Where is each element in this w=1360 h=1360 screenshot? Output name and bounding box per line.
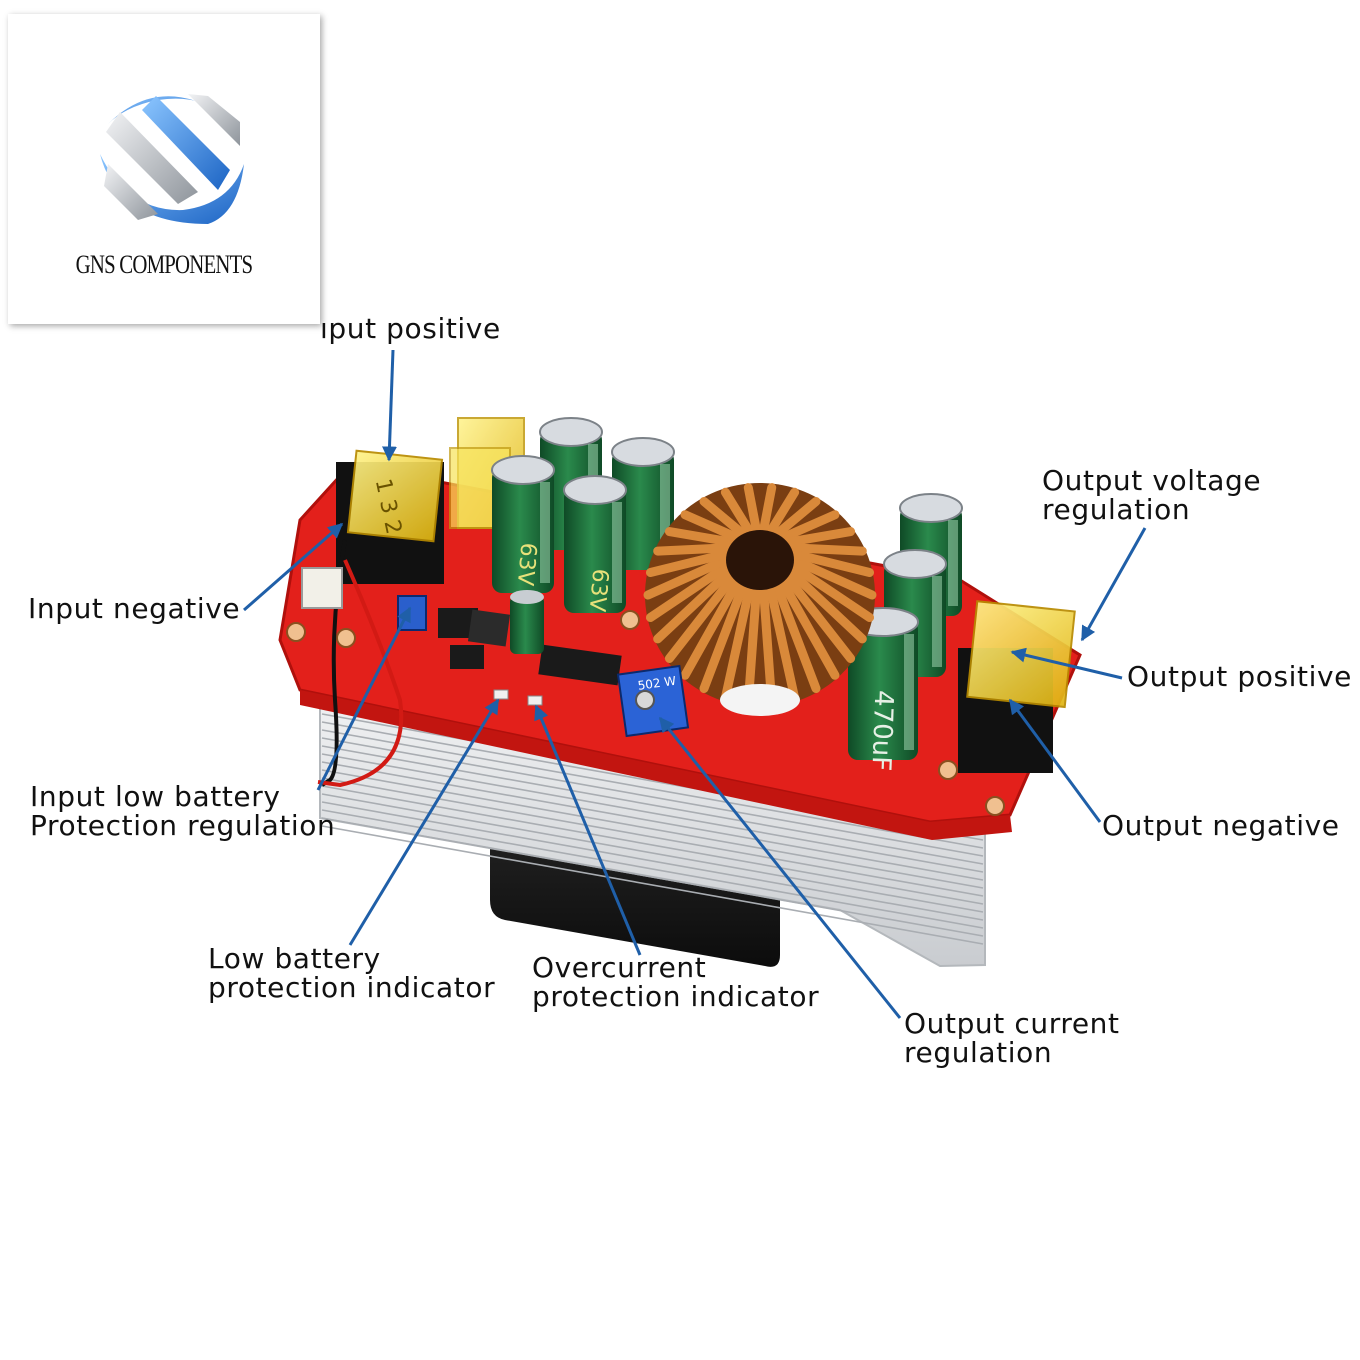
coil-winding [772,496,821,539]
label-overcurrent-indicator: Overcurrent protection indicator [532,953,819,1011]
label-low-battery-indicator: Low battery protection indicator [208,944,495,1002]
label-low-battery-indicator-line1: Low battery [208,942,381,975]
arrow-output-voltage [1080,527,1147,642]
coil-winding [699,581,748,694]
label-input-negative: Input negative [28,592,241,625]
coil-winding [743,585,761,707]
label-output-positive: Output positive [1127,660,1352,693]
coil-winding [759,483,777,535]
coil-winding [664,527,737,547]
brand-text: GNS COMPONENTS [75,250,253,279]
input-wires [301,539,404,788]
coil-winding [653,567,734,644]
coil-winding [766,487,800,536]
coil-winding [743,483,761,535]
toroid-inductor [643,483,877,716]
coil-winding [766,584,800,703]
coil-winding [783,527,856,547]
arrow-low-battery-indicator [348,698,500,946]
coil-winding [786,543,867,556]
capacitor-marking: 63V [584,568,613,613]
arrow-output-positive [1010,647,1123,680]
capacitor [491,455,555,593]
label-overcurrent-indicator-line1: Overcurrent [532,951,707,984]
coil-winding [680,577,742,680]
coil-winding [643,555,731,600]
coil-winding [720,487,754,536]
label-input-low-battery-line1: Input low battery [30,780,281,813]
label-output-voltage: Output voltage regulation [1042,466,1261,524]
arrow-input-positive [381,349,397,462]
callout-arrows [243,349,1147,1019]
label-output-current-line2: regulation [904,1036,1053,1069]
coil-winding [778,577,840,680]
coil-winding [783,573,856,663]
capacitor-marking: 63V [512,542,541,587]
input-terminal: 1 3 2 [336,449,444,584]
arrow-overcurrent-indicator [534,704,642,956]
trimmer-marking: 502 W [637,674,677,693]
coil-winding [653,543,734,556]
capacitor [611,437,675,570]
label-input-positive: ıput positive [320,312,501,345]
coil-winding [788,549,875,578]
coil-winding [772,581,821,694]
coil-winding [664,573,737,663]
label-low-battery-indicator-line2: protection indicator [208,971,496,1004]
coil-winding [788,561,875,622]
label-output-voltage-line1: Output voltage [1042,464,1262,497]
coil-winding [645,561,732,622]
arrow-input-negative [243,522,344,612]
capacitor [563,475,627,613]
coil-winding [645,549,732,578]
output-current-trimmer: 502 W [616,664,690,738]
label-overcurrent-indicator-line2: protection indicator [532,980,820,1013]
ic-chips [438,608,622,686]
output-terminal [958,600,1076,773]
arrow-output-current [658,716,902,1019]
brand-logo: GNS COMPONENTS [8,14,320,324]
overcurrent-led [527,695,543,706]
coil-winding [789,555,877,600]
label-output-current: Output current regulation [904,1009,1120,1067]
coil-winding [778,510,840,543]
coil-winding [759,585,777,707]
coil-winding [680,510,742,543]
low-battery-led [493,689,509,700]
coil-winding [720,584,754,703]
arrow-output-negative [1008,698,1102,823]
coil-winding [786,567,867,644]
small-capacitor [510,590,544,654]
label-input-low-battery-line2: Protection regulation [30,809,336,842]
label-output-voltage-line2: regulation [1042,493,1191,526]
label-input-low-battery: Input low battery Protection regulation [30,782,335,840]
coil-winding [699,496,748,539]
label-output-current-line1: Output current [904,1007,1120,1040]
globe-icon [100,94,244,224]
electrolytic-capacitors: 63V 63V [491,417,963,760]
large-cap-marking: 470uF [866,690,899,772]
arrow-input-low-battery [316,606,412,791]
label-output-negative: Output negative [1102,809,1340,842]
